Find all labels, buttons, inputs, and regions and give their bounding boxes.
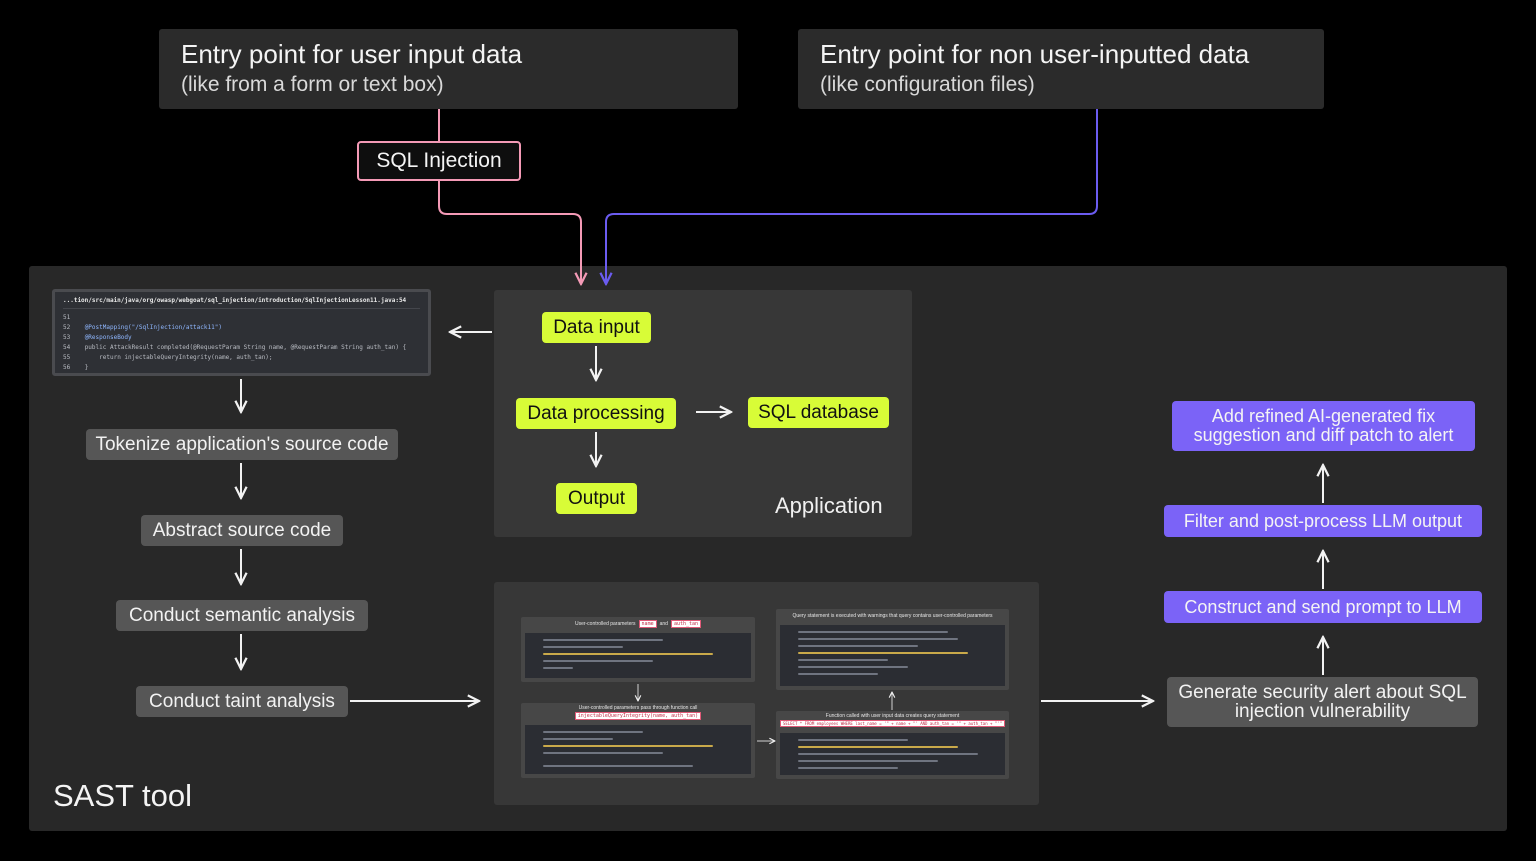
taint-card-code xyxy=(780,733,1005,775)
code-line: 56 } xyxy=(63,364,89,371)
code-line: 51 xyxy=(63,314,71,321)
add-fix-suggestion-step: Add refined AI-generated fix suggestion … xyxy=(1172,401,1475,451)
taint-card-header: User-controlled parameters pass through … xyxy=(521,703,755,721)
user-input-entry-box: Entry point for user input data (like fr… xyxy=(159,29,738,109)
taint-card-function-call: User-controlled parameters pass through … xyxy=(521,703,755,778)
taint-card-query-executed: Query statement is executed with warning… xyxy=(776,609,1009,690)
data-processing-node: Data processing xyxy=(516,398,676,429)
user-input-wire xyxy=(438,109,581,284)
application-label: Application xyxy=(775,493,883,518)
non-user-input-entry-title: Entry point for non user-inputted data xyxy=(820,39,1250,69)
code-line: 52 @PostMapping("/SqlInjection/attack11"… xyxy=(63,324,222,331)
code-line: 54 public AttackResult completed(@Reques… xyxy=(63,344,407,351)
taint-card-header: Function called with user input data cre… xyxy=(776,711,1009,729)
sql-database-node: SQL database xyxy=(748,397,889,428)
tokenize-step: Tokenize application's source code xyxy=(86,429,398,460)
filter-output-step: Filter and post-process LLM output xyxy=(1164,505,1482,537)
taint-card-header: Query statement is executed with warning… xyxy=(792,613,993,619)
non-user-input-wire xyxy=(606,109,1098,284)
source-code-snippet: ...tion/src/main/java/org/owasp/webgoat/… xyxy=(52,289,431,376)
user-input-entry-title: Entry point for user input data xyxy=(181,39,523,69)
non-user-input-entry-box: Entry point for non user-inputted data (… xyxy=(798,29,1324,109)
taint-card-header: User-controlled parameters name and auth… xyxy=(521,617,755,631)
taint-analysis-step: Conduct taint analysis xyxy=(136,686,348,717)
taint-card-user-params: User-controlled parameters name and auth… xyxy=(521,617,755,682)
sast-tool-label: SAST tool xyxy=(53,778,193,813)
non-user-input-entry-subtitle: (like configuration files) xyxy=(820,73,1035,96)
output-node: Output xyxy=(556,483,637,514)
sql-injection-tag: SQL Injection xyxy=(357,141,521,181)
code-line: 55 return injectableQueryIntegrity(name,… xyxy=(63,354,273,361)
code-file-path: ...tion/src/main/java/org/owasp/webgoat/… xyxy=(63,296,420,309)
code-line: 53 @ResponseBody xyxy=(63,334,132,341)
user-input-entry-subtitle: (like from a form or text box) xyxy=(181,73,444,96)
taint-card-code xyxy=(525,633,751,678)
construct-prompt-step: Construct and send prompt to LLM xyxy=(1164,591,1482,623)
generate-alert-step: Generate security alert about SQL inject… xyxy=(1167,677,1478,727)
data-input-node: Data input xyxy=(542,312,651,343)
abstract-step: Abstract source code xyxy=(141,515,343,546)
taint-card-query-statement: Function called with user input data cre… xyxy=(776,711,1009,779)
taint-card-code xyxy=(525,725,751,774)
taint-card-code xyxy=(780,625,1005,686)
semantic-analysis-step: Conduct semantic analysis xyxy=(116,600,368,631)
